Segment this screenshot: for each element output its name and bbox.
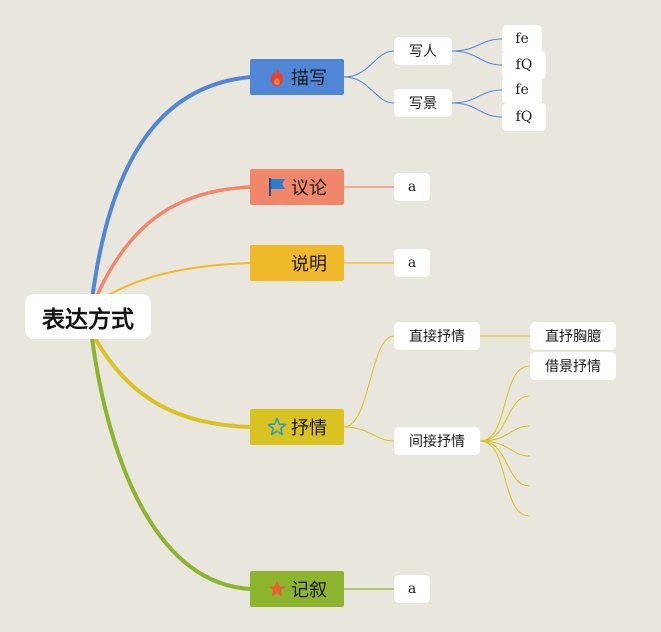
link-people-fe <box>451 38 503 52</box>
branch-narrate[interactable]: 记叙 <box>250 571 344 607</box>
link-root-narrate <box>90 337 252 591</box>
node-scenery-child-1-label: fe <box>515 82 529 98</box>
node-describe-people[interactable]: 写人 <box>394 37 452 65</box>
root-label: 表达方式 <box>42 306 134 333</box>
branch-express-label: 抒情 <box>291 418 327 439</box>
node-express-direct[interactable]: 直接抒情 <box>394 322 480 350</box>
node-scenery-child-2[interactable]: fQ <box>502 103 546 131</box>
link-scenery-fq <box>451 102 503 118</box>
root-node[interactable]: 表达方式 <box>25 294 151 339</box>
node-express-direct-label: 直接抒情 <box>409 329 465 345</box>
link-scenery-fe <box>451 89 503 104</box>
node-explain-child[interactable]: a <box>394 249 430 277</box>
link-express-indirect <box>343 426 395 442</box>
node-explain-child-label: a <box>407 255 417 271</box>
node-people-child-1-label: fe <box>515 31 529 47</box>
node-narrate-child[interactable]: a <box>394 575 430 603</box>
star-filled-icon <box>267 579 287 599</box>
link-describe-scenery <box>343 76 395 104</box>
node-describe-scenery-label: 写景 <box>409 96 437 112</box>
flag-icon <box>267 177 287 197</box>
node-direct-child[interactable]: 直抒胸臆 <box>530 322 616 350</box>
link-root-express <box>93 337 252 429</box>
link-express-direct <box>343 335 395 428</box>
link-root-describe <box>90 75 252 301</box>
node-describe-people-label: 写人 <box>409 44 437 60</box>
node-people-child-1[interactable]: fe <box>502 25 542 53</box>
branch-describe-label: 描写 <box>291 68 327 89</box>
fire-icon <box>267 67 287 87</box>
node-direct-child-label: 直抒胸臆 <box>545 329 601 345</box>
node-scenery-child-1[interactable]: fe <box>502 76 542 104</box>
node-discuss-child[interactable]: a <box>394 173 430 201</box>
branch-discuss[interactable]: 议论 <box>250 169 344 205</box>
branch-discuss-label: 议论 <box>291 178 327 199</box>
branch-explain[interactable]: 说明 <box>250 245 344 281</box>
node-indirect-child[interactable]: 借景抒情 <box>530 352 616 380</box>
link-describe-people <box>343 50 395 78</box>
branch-describe[interactable]: 描写 <box>250 59 344 95</box>
link-indirect-children <box>479 365 531 517</box>
link-root-discuss <box>93 185 252 301</box>
node-people-child-2-label: fQ <box>515 57 533 73</box>
node-narrate-child-label: a <box>407 581 417 597</box>
link-people-fq <box>451 50 503 66</box>
branch-narrate-label: 记叙 <box>291 580 327 601</box>
node-express-indirect[interactable]: 间接抒情 <box>394 427 480 455</box>
node-scenery-child-2-label: fQ <box>515 109 533 125</box>
branch-express[interactable]: 抒情 <box>250 409 344 445</box>
branch-explain-label: 说明 <box>291 254 327 275</box>
star-outline-icon <box>267 417 287 437</box>
node-express-indirect-label: 间接抒情 <box>409 434 465 450</box>
link-root-explain <box>99 262 252 301</box>
blank-icon-slot <box>267 253 287 273</box>
node-discuss-child-label: a <box>407 179 417 195</box>
node-describe-scenery[interactable]: 写景 <box>394 89 452 117</box>
node-indirect-child-label: 借景抒情 <box>545 359 601 375</box>
node-people-child-2[interactable]: fQ <box>502 51 546 79</box>
